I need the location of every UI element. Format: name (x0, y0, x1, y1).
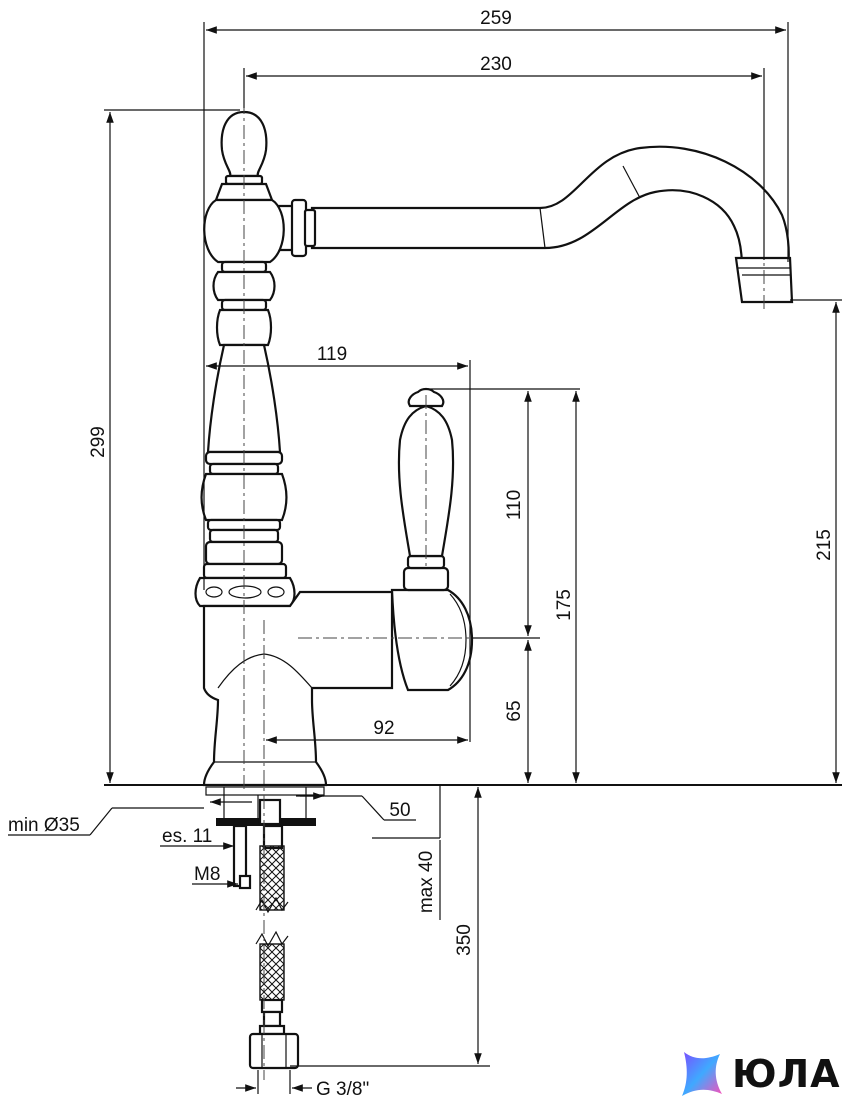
dim-50: 50 (389, 800, 410, 821)
dim-g38: G 3/8" (316, 1079, 369, 1100)
dim-350: 350 (454, 924, 475, 956)
dim-299: 299 (88, 426, 109, 458)
dim-max40: max 40 (416, 851, 437, 913)
dim-min-d35: min Ø35 (8, 815, 80, 836)
dim-110: 110 (504, 490, 525, 520)
mounting-hardware (205, 786, 325, 890)
dim-92: 92 (373, 718, 394, 739)
brand-mark-icon (682, 1052, 722, 1096)
dim-119: 119 (317, 344, 347, 365)
dim-215: 215 (814, 529, 835, 561)
brand-logo: ЮЛА (676, 1050, 856, 1098)
dimension-lines (8, 26, 840, 1094)
dim-175: 175 (554, 589, 575, 621)
dim-259: 259 (480, 8, 512, 29)
dim-65: 65 (504, 700, 525, 721)
dim-m8: M8 (194, 864, 220, 885)
flex-hose (248, 845, 300, 1070)
extension-lines (104, 22, 842, 1067)
faucet-column (194, 110, 296, 608)
dim-es11: es. 11 (162, 826, 212, 847)
brand-name: ЮЛА (732, 1052, 841, 1096)
lever-handle (390, 387, 474, 692)
dim-230: 230 (480, 54, 512, 75)
valve-body (202, 590, 394, 787)
spout (310, 145, 794, 304)
